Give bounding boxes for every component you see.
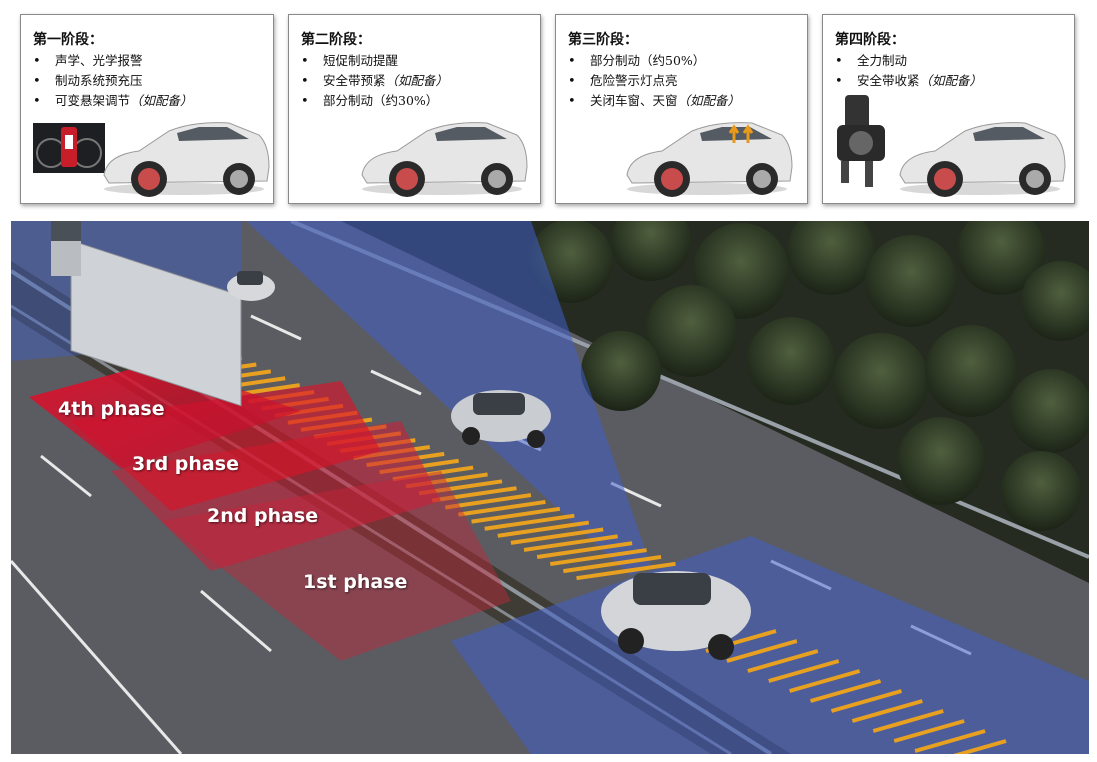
card-3-art [626, 122, 793, 197]
card-2-art [361, 122, 528, 197]
list-item: •关闭车窗、天窗（如配备） [568, 93, 741, 109]
warning-stripe [893, 719, 965, 743]
warning-stripe [458, 499, 546, 517]
warning-stripe [830, 689, 903, 713]
dashboard-icon [33, 123, 105, 173]
card-1-title: 第一阶段： [33, 32, 103, 48]
warning-stripe [549, 548, 647, 567]
warning-stripe [789, 669, 861, 693]
warning-stripe [576, 561, 676, 581]
warning-stripe [809, 679, 882, 703]
list-item: •制动系统预充压 [33, 73, 143, 89]
list-item: •短促制动提醒 [301, 53, 399, 69]
list-item: •可变悬架调节（如配备） [33, 93, 193, 109]
warning-stripe [726, 639, 798, 663]
car-icon [899, 122, 1066, 197]
list-item: •危险警示灯点亮 [568, 73, 678, 89]
warning-stripe [872, 709, 944, 733]
warning-stripe [471, 506, 561, 524]
warning-stripe [484, 513, 575, 531]
warning-stripe [523, 534, 618, 552]
sensor-zone-rear [451, 536, 1089, 754]
car-icon [626, 122, 793, 197]
card-2-list: •短促制动提醒 •安全带预紧（如配备） •部分制动（约30%） [301, 51, 448, 111]
list-item: •全力制动 [835, 53, 908, 69]
warning-stripe [536, 541, 633, 559]
list-item: •声学、光学报警 [33, 53, 143, 69]
phase-label-4: 4th phase [58, 398, 165, 420]
warning-stripe [431, 486, 517, 503]
warning-stripe [563, 554, 662, 574]
seatbelt-tensioner-icon [837, 95, 885, 187]
card-1-list: •声学、光学报警 •制动系统预充压 •可变悬架调节（如配备） [33, 51, 193, 111]
card-4-title: 第四阶段： [835, 32, 905, 48]
warning-stripe [851, 699, 923, 723]
car-icon [601, 571, 751, 660]
car-icon [103, 122, 270, 197]
list-item: •安全带收紧（如配备） [835, 73, 983, 89]
warning-stripe [914, 729, 986, 753]
phase-label-3: 3rd phase [132, 453, 239, 475]
warning-stripe [444, 493, 532, 510]
phase-label-1: 1st phase [303, 571, 408, 593]
list-item: •部分制动（约50%） [568, 53, 706, 69]
card-1-art [33, 122, 270, 197]
phase-card-3: 第三阶段： •部分制动（约50%） •危险警示灯点亮 •关闭车窗、天窗（如配备） [555, 14, 808, 204]
phase-card-2: 第二阶段： •短促制动提醒 •安全带预紧（如配备） •部分制动（约30%） [288, 14, 541, 204]
warning-stripe [953, 739, 1007, 754]
phase-card-4: 第四阶段： •全力制动 •安全带收紧（如配备） [822, 14, 1075, 204]
card-4-art [837, 95, 1066, 197]
warning-stripe [747, 649, 819, 673]
card-3-list: •部分制动（约50%） •危险警示灯点亮 •关闭车窗、天窗（如配备） [568, 51, 740, 111]
card-2-title: 第二阶段： [301, 32, 371, 48]
highway-scene [11, 221, 1089, 754]
phase-card-1: 第一阶段： •声学、光学报警 •制动系统预充压 •可变悬架调节（如配备） [20, 14, 274, 204]
list-item: •安全带预紧（如配备） [301, 73, 449, 89]
card-3-title: 第三阶段： [568, 32, 638, 48]
phase-label-2: 2nd phase [207, 505, 319, 527]
truck-icon [51, 221, 242, 407]
list-item: •部分制动（约30%） [301, 93, 439, 109]
car-icon [361, 122, 528, 197]
warning-stripe [768, 659, 840, 683]
radar-cone [246, 221, 651, 576]
card-4-list: •全力制动 •安全带收紧（如配备） [835, 51, 982, 91]
warning-stripe [497, 520, 590, 538]
tree-group [529, 221, 1089, 531]
car-icon [227, 271, 275, 301]
warning-stripe [510, 527, 604, 545]
car-icon [451, 390, 551, 448]
